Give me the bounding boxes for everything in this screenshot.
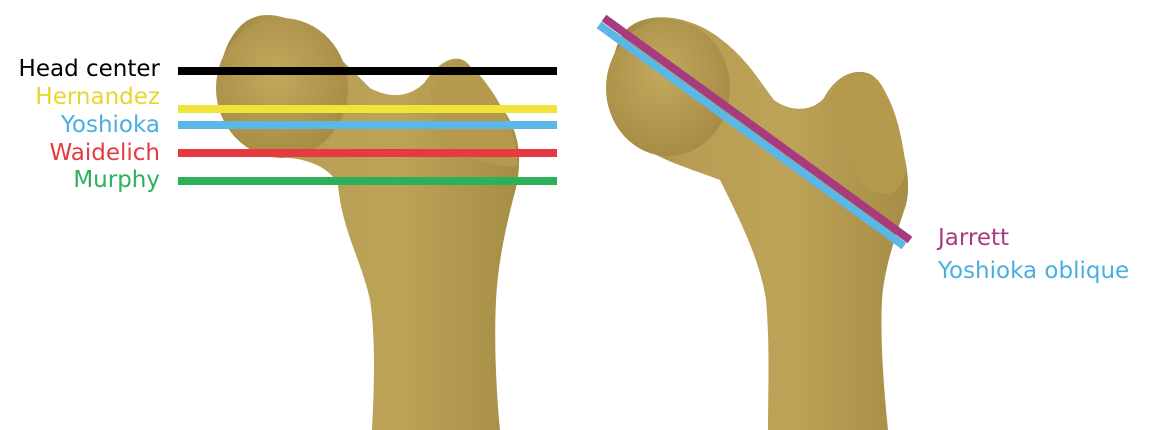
label-murphy: Murphy <box>73 167 160 193</box>
left-femur <box>216 15 519 430</box>
right-femur <box>606 17 908 430</box>
label-jarrett: Jarrett <box>938 225 1009 251</box>
label-yoshioka: Yoshioka <box>61 112 160 138</box>
label-hernandez: Hernandez <box>35 84 160 110</box>
left-femoral-head <box>216 18 348 158</box>
label-yoshioka-oblique: Yoshioka oblique <box>938 258 1129 284</box>
label-head-center: Head center <box>19 56 160 82</box>
label-waidelich: Waidelich <box>49 140 160 166</box>
